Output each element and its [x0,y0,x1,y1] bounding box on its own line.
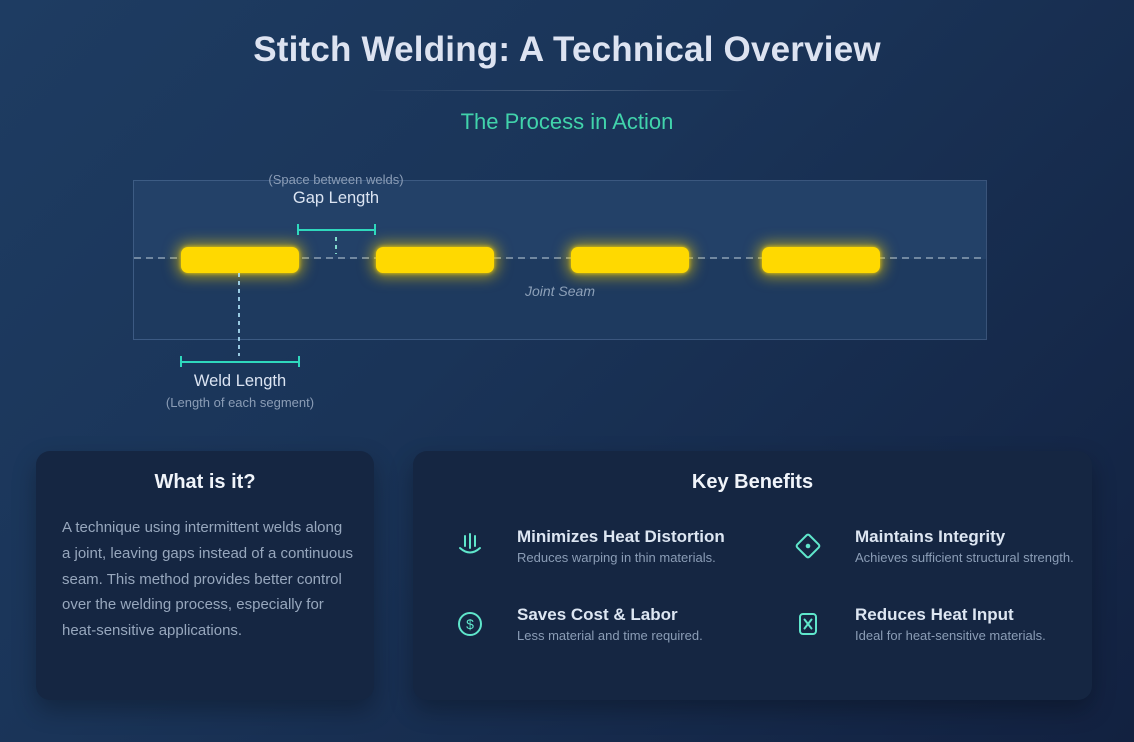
benefit-text: Reduces Heat Input Ideal for heat-sensit… [855,605,1046,643]
weld-length-leader-line [238,273,240,356]
joint-seam-label: Joint Seam [524,283,596,299]
gap-length-bracket [297,224,376,235]
what-is-it-body: A technique using intermittent welds alo… [62,519,354,640]
gap-length-note: (Space between welds) [268,172,404,187]
joint-plates-panel: Joint Seam [133,180,987,340]
benefit-text: Minimizes Heat Distortion Reduces warpin… [517,527,725,565]
section-title: The Process in Action [460,109,674,134]
weld-length-label: Weld Length [193,372,287,390]
svg-text:$: $ [466,616,474,632]
gap-length-label: Gap Length [292,189,380,207]
page-title: Stitch Welding: A Technical Overview [253,30,881,69]
weld-length-bracket [180,356,300,367]
benefit-title: Minimizes Heat Distortion [517,527,725,546]
heat-distortion-icon [455,529,485,563]
benefit-title: Maintains Integrity [855,527,1006,546]
integrity-icon [793,529,823,563]
benefit-item: Minimizes Heat Distortion Reduces warpin… [455,527,770,565]
benefit-subtitle: Reduces warping in thin materials. [517,550,716,565]
heat-input-icon [793,607,823,641]
upper-plate [134,181,986,259]
what-is-it-card: What is it? A technique using intermitte… [36,451,374,700]
benefit-text: Maintains Integrity Achieves sufficient … [855,527,1074,565]
benefit-subtitle: Achieves sufficient structural strength. [855,550,1074,565]
benefit-item: Maintains Integrity Achieves sufficient … [793,527,1108,565]
title-divider [369,90,749,91]
gap-length-leader-line [335,237,337,254]
benefit-text: Saves Cost & Labor Less material and tim… [517,605,703,643]
weld-length-note: (Length of each segment) [165,395,315,410]
key-benefits-title: Key Benefits [691,471,814,493]
joint-seam-dashed-line [134,257,986,259]
cost-icon: $ [455,607,485,641]
key-benefits-card: Key Benefits Minimizes Heat Distortion R… [413,451,1092,700]
benefit-item: $ Saves Cost & Labor Less material and t… [455,605,770,643]
weld-segment [762,247,880,273]
benefit-item: Reduces Heat Input Ideal for heat-sensit… [793,605,1108,643]
benefit-subtitle: Less material and time required. [517,628,703,643]
benefit-title: Saves Cost & Labor [517,605,678,624]
benefit-title: Reduces Heat Input [855,605,1014,624]
benefit-subtitle: Ideal for heat-sensitive materials. [855,628,1046,643]
what-is-it-title: What is it? [154,471,256,493]
weld-segment [181,247,299,273]
weld-segment [571,247,689,273]
weld-segment [376,247,494,273]
